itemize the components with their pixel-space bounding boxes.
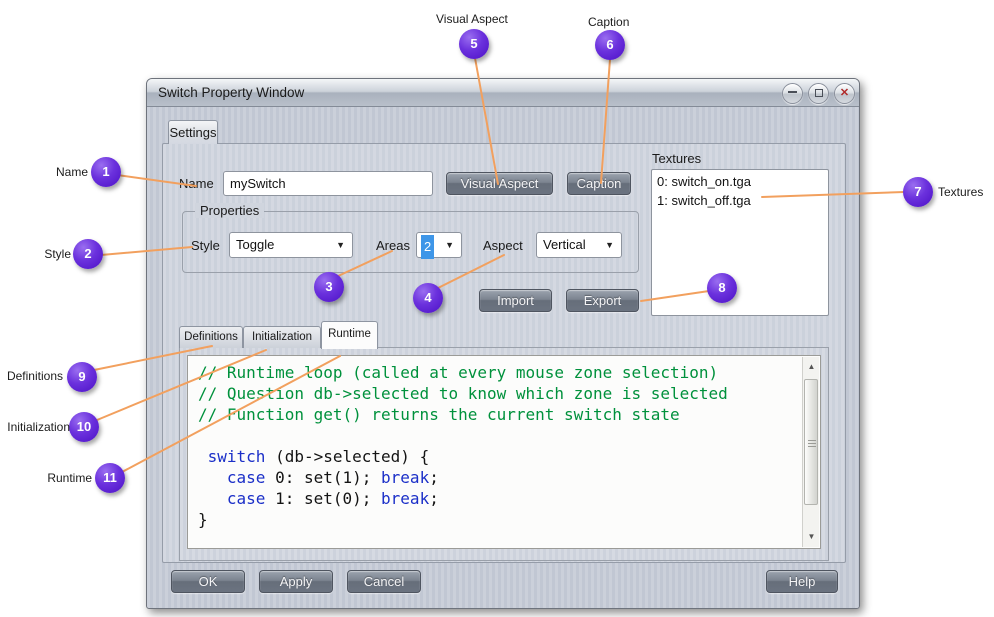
code-line: // Function get() returns the current sw… [198,405,680,424]
style-dropdown[interactable]: Toggle ▼ [229,232,353,258]
callout-label-definitions: Definitions [6,369,63,383]
code-editor[interactable]: // Runtime loop (called at every mouse z… [187,355,821,549]
code-line: switch (db->selected) { [207,447,430,466]
tab-runtime[interactable]: Runtime [321,321,378,349]
export-button[interactable]: Export [566,289,639,312]
callout-badge-10: 10 [69,412,99,442]
callout-badge-11: 11 [95,463,125,493]
code-line: case 1: set(0); break; [226,489,439,508]
code-scrollbar[interactable]: ▲ ▼ [802,357,819,547]
code-tab-panel: // Runtime loop (called at every mouse z… [179,347,829,561]
minimize-button[interactable] [782,83,803,104]
style-label: Style [191,238,220,253]
callout-label-runtime: Runtime [47,471,92,485]
scroll-down-icon[interactable]: ▼ [807,532,816,541]
scroll-up-icon[interactable]: ▲ [807,362,816,371]
callout-badge-4: 4 [413,283,443,313]
cancel-button[interactable]: Cancel [347,570,421,593]
aspect-label: Aspect [483,238,523,253]
apply-button[interactable]: Apply [259,570,333,593]
areas-value: 2 [421,235,435,259]
visual-aspect-button[interactable]: Visual Aspect [446,172,553,195]
name-label: Name [179,176,214,191]
tab-definitions[interactable]: Definitions [179,326,243,348]
chevron-down-icon: ▼ [605,240,614,250]
code-editor-content[interactable]: // Runtime loop (called at every mouse z… [198,362,798,546]
window-title: Switch Property Window [158,85,305,100]
tab-initialization[interactable]: Initialization [243,326,321,348]
switch-property-window: Switch Property Window ✕ Settings Name V… [146,78,860,609]
name-input[interactable] [223,171,433,196]
aspect-dropdown[interactable]: Vertical ▼ [536,232,622,258]
textures-listbox[interactable]: 0: switch_on.tga 1: switch_off.tga [651,169,829,316]
areas-label: Areas [376,238,410,253]
close-button[interactable]: ✕ [834,83,855,104]
callout-label-textures: Textures [938,185,984,199]
callout-badge-7: 7 [903,177,933,207]
maximize-button[interactable] [808,83,829,104]
callout-badge-8: 8 [707,273,737,303]
properties-groupbox: Properties [182,203,639,273]
import-button[interactable]: Import [479,289,552,312]
callout-badge-6: 6 [595,30,625,60]
textures-label: Textures [652,151,702,166]
callout-label-visual-aspect: Visual Aspect [436,12,508,26]
texture-list-item[interactable]: 1: switch_off.tga [657,193,751,208]
code-line: // Runtime loop (called at every mouse z… [198,363,719,382]
callout-label-caption: Caption [588,15,630,29]
close-icon: ✕ [839,87,850,99]
style-value: Toggle [236,237,275,252]
texture-list-item[interactable]: 0: switch_on.tga [657,174,751,189]
minimize-icon [788,91,797,93]
ok-button[interactable]: OK [171,570,245,593]
code-line: case 0: set(1); break; [226,468,439,487]
aspect-value: Vertical [543,237,586,252]
code-line [198,425,798,446]
callout-badge-5: 5 [459,29,489,59]
caption-button[interactable]: Caption [567,172,631,195]
maximize-icon [814,89,823,97]
callout-badge-2: 2 [73,239,103,269]
code-line: // Question db->selected to know which z… [198,384,728,403]
callout-label-style: Style [44,247,71,261]
chevron-down-icon: ▼ [445,240,454,250]
callout-label-name: Name [55,165,88,179]
chevron-down-icon: ▼ [336,240,345,250]
titlebar[interactable]: Switch Property Window ✕ [147,79,859,107]
scrollbar-thumb[interactable] [804,379,818,505]
properties-legend: Properties [195,203,265,218]
callout-badge-1: 1 [91,157,121,187]
help-button[interactable]: Help [766,570,838,593]
callout-badge-9: 9 [67,362,97,392]
callout-badge-3: 3 [314,272,344,302]
tab-settings[interactable]: Settings [168,120,218,144]
areas-dropdown[interactable]: 2 ▼ [416,232,462,259]
code-line: } [198,510,208,529]
callout-label-initialization: Initialization [7,420,70,434]
scrollbar-grip-icon [808,440,816,449]
